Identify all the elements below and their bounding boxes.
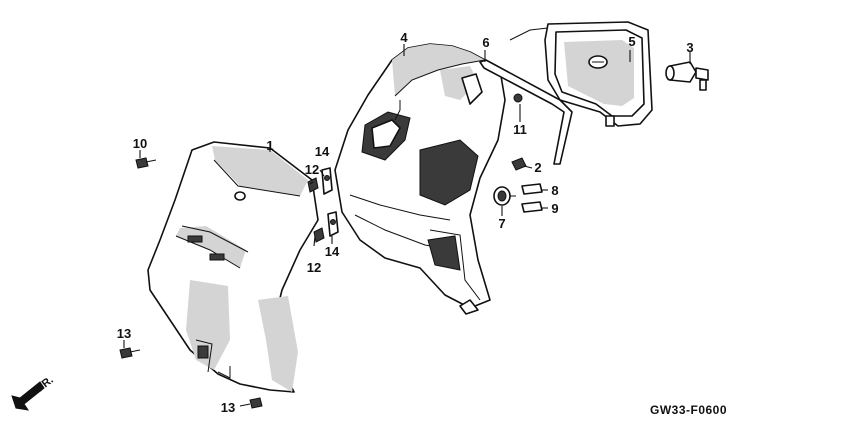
callout-10: 10	[133, 136, 147, 151]
callout-8: 8	[551, 183, 558, 198]
leader-lines	[123, 44, 691, 407]
key-lock-part	[665, 61, 709, 91]
callout-4: 4	[400, 30, 408, 45]
callout-14-lower: 14	[325, 244, 340, 259]
nut-11	[513, 93, 523, 103]
callout-12-lower: 12	[307, 260, 321, 275]
pad-9	[521, 201, 543, 213]
callout-labels: 1 2 3 4 5 6 7 8 9 10 11 12 12 13 13 14 1…	[117, 30, 694, 415]
bracket-14-lower	[327, 211, 339, 237]
front-cover-part	[147, 141, 319, 393]
callout-5: 5	[628, 34, 635, 49]
seal-strip-part	[479, 59, 573, 165]
callout-12-upper: 12	[305, 162, 319, 177]
callout-13-bottom: 13	[221, 400, 235, 415]
diagram-code: GW33-F0600	[650, 403, 727, 417]
callout-3: 3	[686, 40, 693, 55]
callout-6: 6	[482, 35, 489, 50]
front-direction-indicator: FR.	[11, 374, 56, 411]
clip-12-upper	[307, 177, 319, 193]
inner-rack-part	[334, 43, 506, 315]
grommet-7	[493, 186, 516, 206]
screw-10	[135, 157, 157, 169]
screw-13-left	[119, 347, 141, 359]
clip-2	[511, 157, 527, 171]
clip-12-lower	[313, 227, 325, 243]
bracket-14-upper	[321, 167, 333, 195]
callout-9: 9	[551, 201, 558, 216]
callout-14-upper: 14	[315, 144, 330, 159]
pad-8	[521, 183, 543, 195]
screw-13-bottom	[249, 397, 263, 409]
callout-1: 1	[266, 138, 273, 153]
callout-2: 2	[534, 160, 541, 175]
arrow-icon	[11, 381, 45, 411]
callout-11: 11	[513, 122, 527, 137]
callout-7: 7	[498, 216, 505, 231]
callout-13-left: 13	[117, 326, 131, 341]
glove-box-lid-part	[509, 21, 653, 127]
